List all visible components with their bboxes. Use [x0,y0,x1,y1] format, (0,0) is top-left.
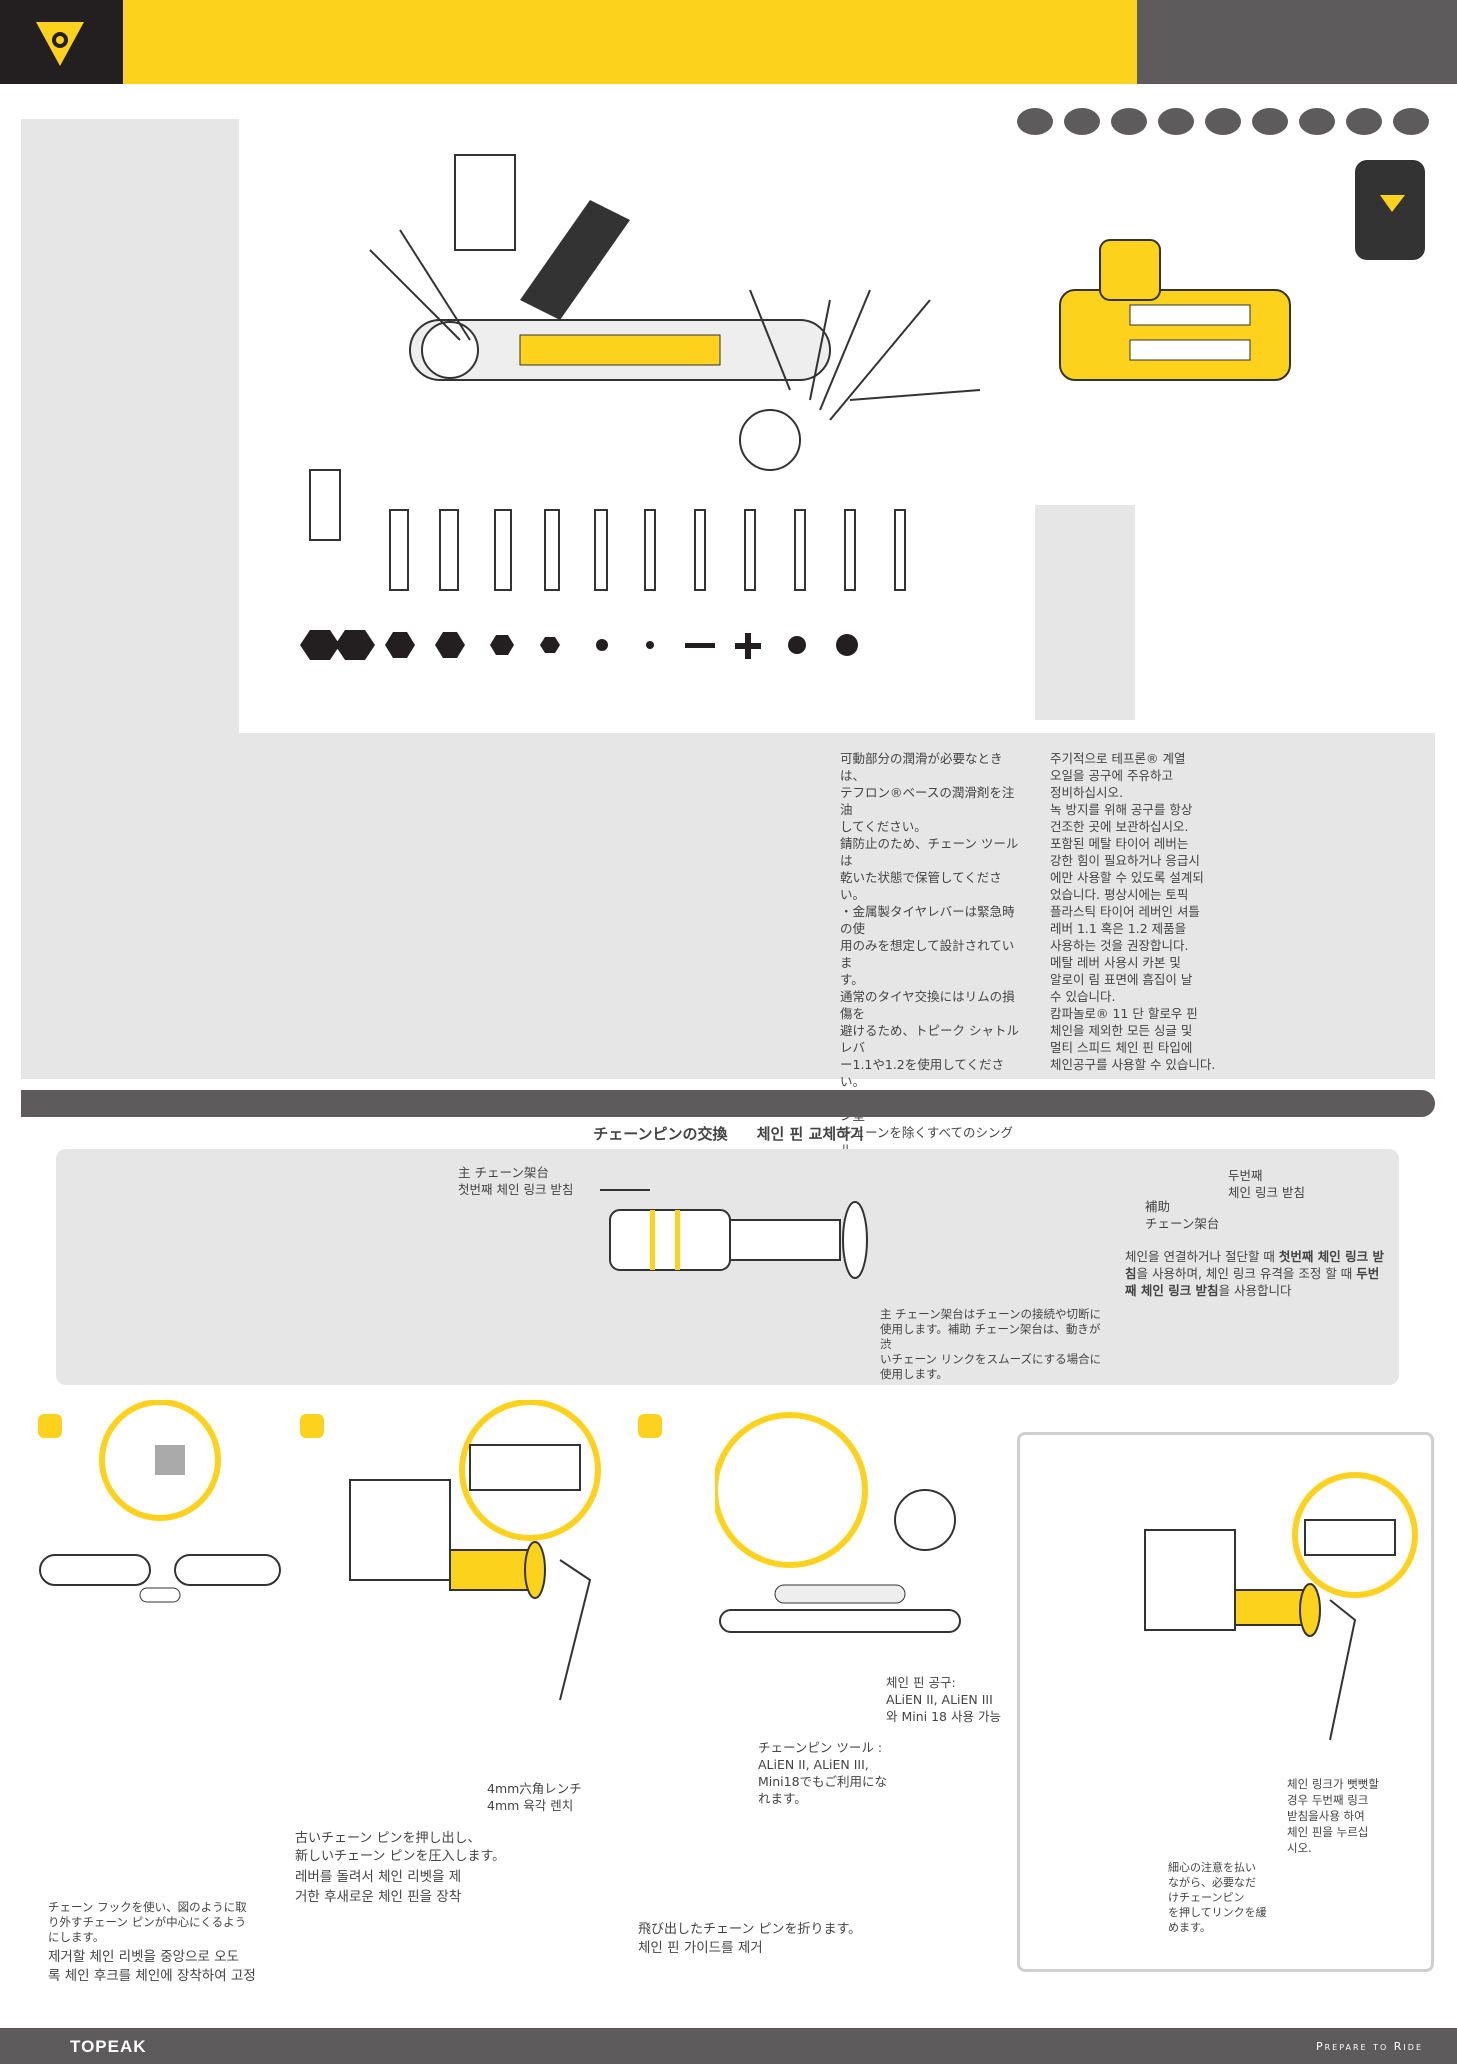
maintenance-notes-ko: 주기적으로 테프론® 계열 오일을 공구에 주유하고 정비하십시오. 녹 방지를… [1050,751,1216,1072]
step3-tool-jp: チェーンピン ツール : ALiEN II, ALiEN III, Mini18… [758,1740,888,1806]
dot [1111,108,1147,135]
step2-illustration [349,1400,601,1701]
step1-text-jp: チェーン フックを使い、図のように取 り外すチェーン ピンが中心にくるよう にし… [48,1900,247,1944]
multitool-illustration [369,154,981,471]
step2-wrench-label: 4mm六角レンチ 4mm 육각 렌치 [487,1781,582,1813]
stiff-link-text-ko: 체인 링크가 뻣뻣할 경우 두번째 링크 받침을사용 하여 체인 핀을 누르십 … [1287,1777,1379,1855]
topeak-triangle-logo-icon [36,22,84,66]
stiff-link-text-jp: 細心の注意を払い ながら、必要なだ けチェーンピン を押してリンクを緩 めます。 [1168,1861,1267,1934]
main-cradle-label: 主 チェーン架台 첫번째 체인 링크 받침 [458,1165,574,1197]
maintenance-notes-jp: 可動部分の潤滑が必要なときは、 テフロン®ベースの潤滑剤を注油 してください。 … [840,751,1022,1208]
pin-support-description-jp: 主 チェーン架台はチェーンの接続や切断に 使用します。補助 チェーン架台は、動き… [880,1307,1102,1381]
section-title: チェーンピンの交換 체인 핀 교체하기 [0,1123,1457,1144]
brand-logo-block [0,0,123,84]
second-link-support-label-ko: 두번째 체인 링크 받침 [1228,1168,1305,1200]
pin-support-description-ko: 체인을 연결하거나 절단할 때 첫번째 체인 링크 받침을 사용하며, 체인 링… [1125,1248,1385,1299]
desc-bold: 두번째 체인 링크 받침 [1125,1266,1380,1298]
chain-tool-illustration [1059,239,1291,381]
desc-bold: 첫번째 체인 링크 받침 [1125,1249,1384,1281]
step3-illustration [715,1412,961,1633]
step1-text-ko: 제거할 체인 리벳을 중앙으로 오도 록 체인 후크를 체인에 장착하여 고정 [48,1949,256,1984]
section-title-ko: 체인 핀 교체하기 [756,1125,864,1143]
footer-brand: TOPEAK [70,2037,147,2056]
header-yellow-band [123,0,1137,84]
dot [1064,108,1100,135]
section-divider-bar [21,1090,1435,1117]
step3-text-jp: 飛び出したチェーン ピンを折ります。 [638,1922,862,1937]
desc-text: 체인을 연결하거나 절단할 때 [1125,1249,1279,1264]
step-badge-1 [38,1414,62,1438]
dot [1346,108,1382,135]
dot [1299,108,1335,135]
step-badge-2 [300,1414,324,1438]
desc-text: 을 사용합니다 [1218,1283,1292,1298]
step1-illustration [39,1400,281,1603]
dot [1393,108,1429,135]
dot [1017,108,1053,135]
dot [1158,108,1194,135]
step3-tool-ko: 체인 핀 공구: ALiEN II, ALiEN III 와 Mini 18 사… [886,1675,1001,1724]
section-title-jp: チェーンピンの交換 [593,1125,728,1143]
dot [1252,108,1288,135]
footer-slogan: Prepare to Ride [1315,2040,1423,2053]
left-gray-panel [21,119,239,1079]
footer-bar [0,2028,1457,2064]
step-badge-3 [638,1414,662,1438]
step2-text-ko: 레버를 돌려서 체인 리벳을 제 거한 후새로운 체인 핀을 장착 [295,1869,462,1905]
page-dots [1017,108,1429,135]
carrying-case-illustration [1355,160,1425,260]
dot [1205,108,1241,135]
chain-pin-bolt-illustration [600,1189,868,1279]
desc-text: 을 사용하며, 체인 링크 유격을 조정 할 때 [1136,1266,1357,1281]
header-gray-band [1137,0,1457,84]
auxiliary-cradle-label-jp: 補助 チェーン架台 [1145,1199,1220,1231]
notes-gray-panel [239,733,1435,1079]
step2-text-jp: 古いチェーン ピンを押し出し、 新しいチェーン ピンを圧入します。 [295,1831,506,1864]
stiff-link-illustration [1144,1472,1418,1741]
tool-function-strip [300,469,1135,720]
step3-text-ko: 체인 핀 가이드를 제거 [638,1940,763,1956]
